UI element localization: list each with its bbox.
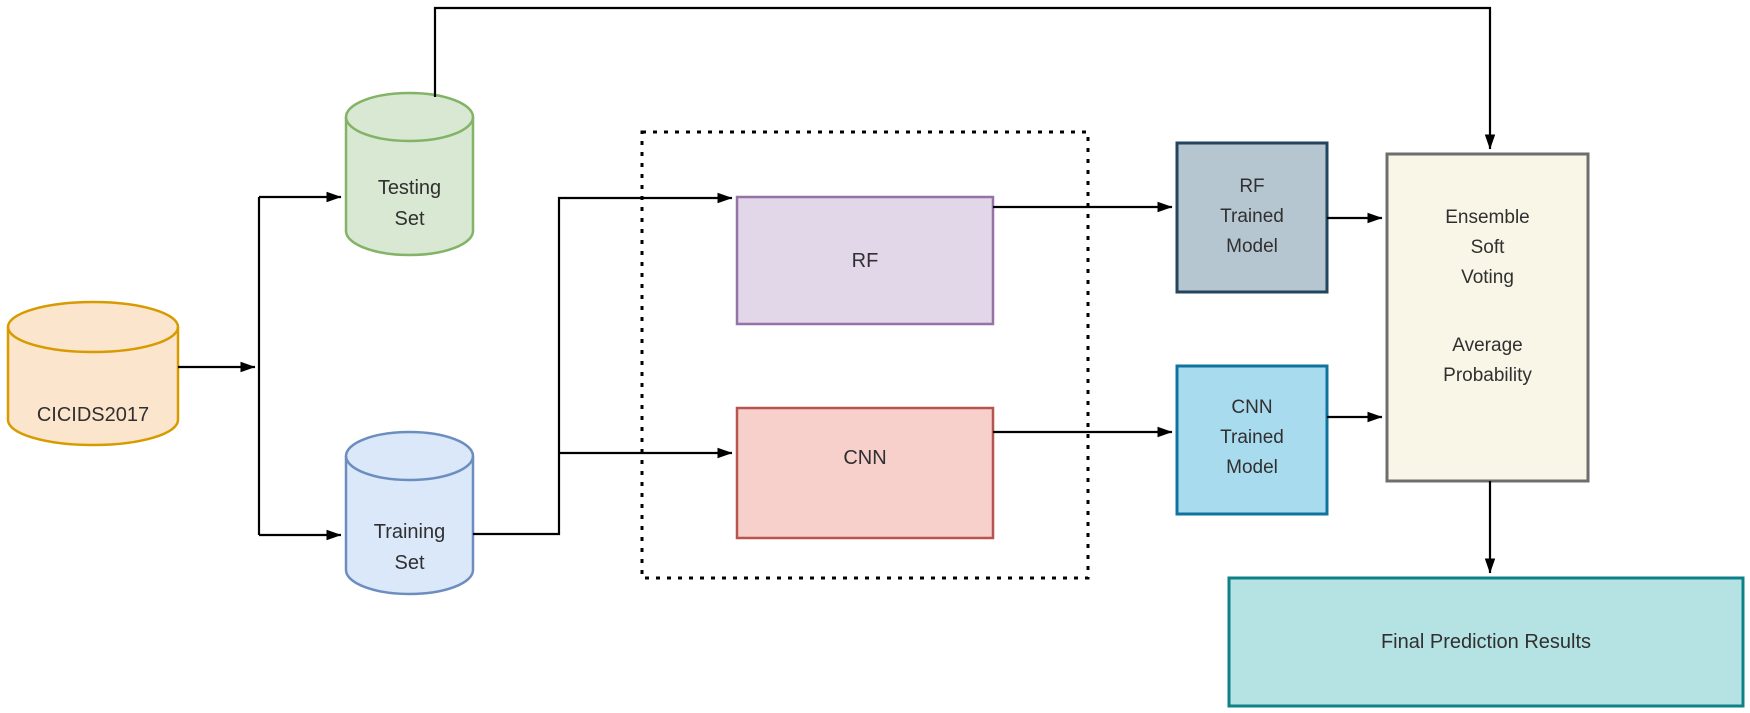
training-set-cylinder — [344, 430, 475, 596]
testing-set-cylinder — [344, 91, 475, 257]
edge-testing-set-to-ensemble — [433, 6, 1496, 150]
model-training-group-outline — [640, 130, 1090, 580]
edge-training-set-to-rf — [473, 192, 733, 536]
rf-box — [735, 195, 995, 326]
cnn-trained-model-box — [1175, 364, 1329, 516]
cnn-box — [735, 406, 995, 540]
cicids2017-cylinder — [6, 300, 180, 447]
ensemble-box — [1385, 152, 1590, 483]
final-prediction-results-box — [1227, 576, 1745, 708]
rf-trained-model-box — [1175, 141, 1329, 294]
